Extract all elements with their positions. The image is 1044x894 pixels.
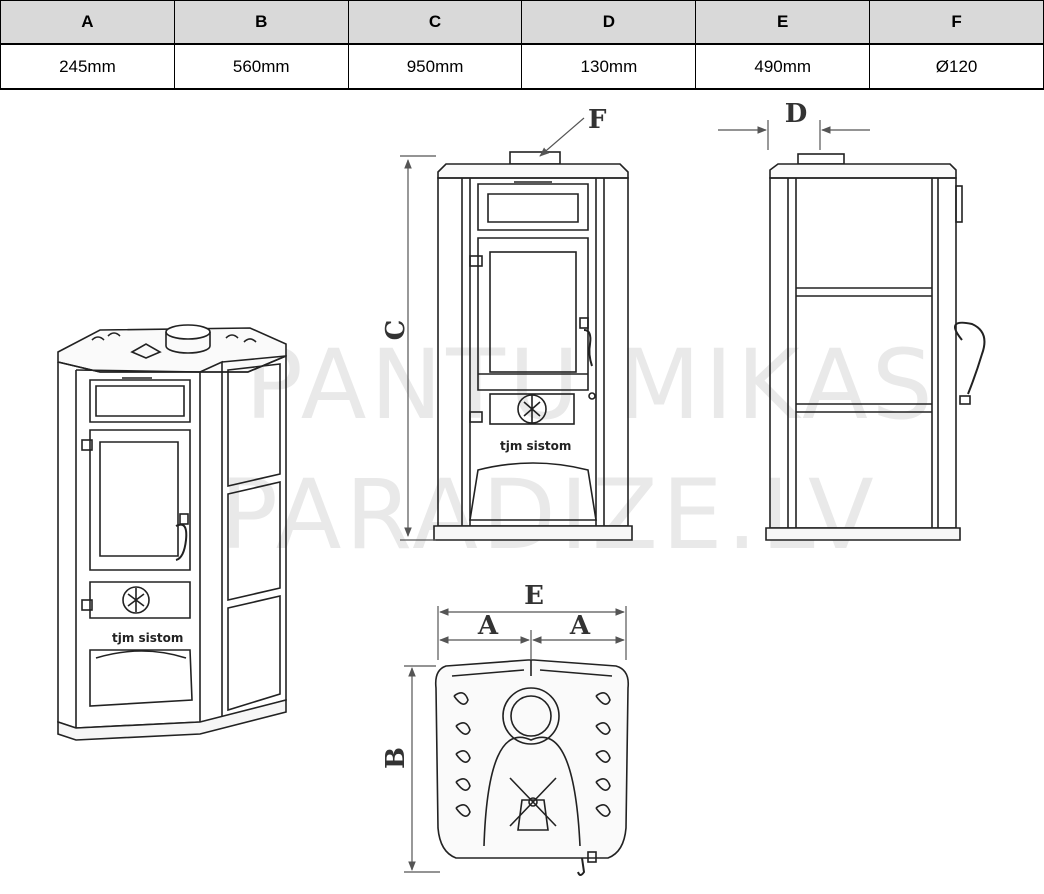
dimension-e bbox=[437, 606, 627, 660]
windmill-icon bbox=[509, 777, 557, 831]
watermark-line-1: PANTU MIKAS bbox=[245, 329, 937, 441]
stove-top-view bbox=[434, 659, 630, 876]
value-c: 950mm bbox=[347, 43, 523, 90]
watermark-line-2: PARADIZE.LV bbox=[220, 459, 878, 571]
value-b: 560mm bbox=[173, 43, 349, 90]
stove-isometric-view bbox=[57, 324, 287, 741]
watermark: PANTU MIKAS PARADIZE.LV bbox=[220, 329, 937, 571]
label-a-right: A bbox=[569, 611, 591, 641]
header-f: F bbox=[869, 0, 1044, 45]
label-e: E bbox=[524, 581, 544, 611]
dimensions-table: A B C D E F 245mm 560mm 950mm 130mm 490m… bbox=[0, 0, 1044, 90]
label-d: D bbox=[785, 99, 808, 129]
front-brand-label: tjm sistom bbox=[500, 439, 571, 453]
dimension-c bbox=[400, 155, 436, 541]
header-e: E bbox=[695, 0, 871, 45]
left-ornaments bbox=[453, 692, 471, 817]
value-f: Ø120 bbox=[869, 43, 1044, 90]
value-e: 490mm bbox=[695, 43, 871, 90]
header-d: D bbox=[521, 0, 697, 45]
right-ornaments bbox=[595, 692, 611, 817]
table-header-row: A B C D E F bbox=[0, 0, 1044, 45]
dimension-d bbox=[718, 120, 870, 150]
value-d: 130mm bbox=[521, 43, 697, 90]
dimension-a bbox=[439, 630, 625, 660]
header-a: A bbox=[0, 0, 175, 45]
dimension-b bbox=[404, 665, 440, 873]
header-c: C bbox=[347, 0, 523, 45]
label-a-left: A bbox=[477, 611, 499, 641]
isometric-brand-label: tjm sistom bbox=[112, 631, 183, 645]
value-a: 245mm bbox=[0, 43, 175, 90]
label-f: F bbox=[588, 105, 607, 135]
table-value-row: 245mm 560mm 950mm 130mm 490mm Ø120 bbox=[0, 43, 1044, 90]
label-c: C bbox=[381, 320, 411, 341]
label-b: B bbox=[381, 747, 411, 769]
stove-side-view bbox=[765, 153, 986, 541]
dimension-f bbox=[539, 117, 585, 157]
